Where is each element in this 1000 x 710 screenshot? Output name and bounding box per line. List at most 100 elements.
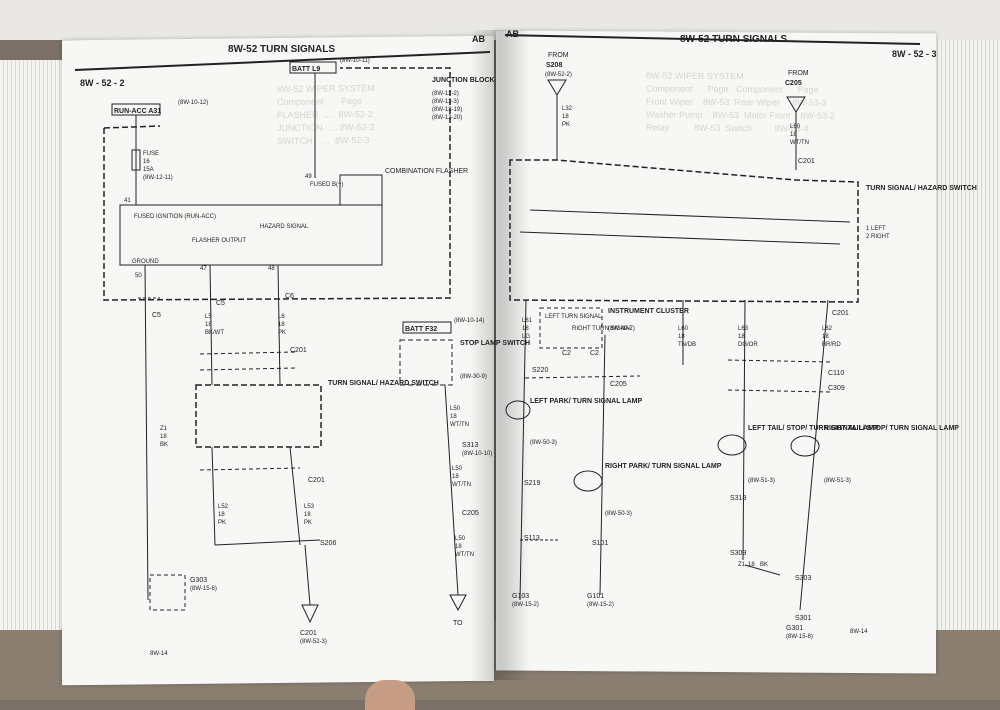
cluster-left-turn-signal: LEFT TURN SIGNAL — [545, 314, 602, 320]
wire-l50-c-gauge: 18 — [455, 544, 462, 550]
wire-z1-gauge: 18 — [160, 434, 167, 440]
wire-l62-gauge: 18 — [822, 334, 829, 340]
flasher-pin-50: 50 — [135, 273, 142, 279]
fuse-ref: (8W-12-11) — [143, 175, 173, 181]
stop-lamp-switch-ref: (8W-30-9) — [460, 374, 487, 380]
splice-s309: S309 — [730, 550, 746, 557]
left-switch-label: TURN SIGNAL/ HAZARD SWITCH — [328, 380, 439, 387]
wire-l50-c-circuit: L50 — [455, 536, 466, 542]
ground-g301-ref: (8W-15-8) — [786, 634, 813, 640]
connector-c205-right: C205 — [610, 381, 627, 388]
wire-z1-right-circuit: Z1 — [738, 562, 746, 568]
wire-l53-color: PK — [304, 520, 312, 526]
wire-l62-circuit: L62 — [822, 326, 833, 332]
wire-l6-gauge: 18 — [278, 322, 285, 328]
wire-l6-color: PK — [278, 330, 286, 336]
batt-l9-ref: (8W-10-11) — [340, 58, 370, 64]
fuse-label: FUSE — [143, 151, 159, 157]
lamp-right-tail-stop-turn: RIGHT TAIL/ STOP/ TURN SIGNAL LAMP — [824, 425, 959, 432]
arrow-to-c201-ref: (8W-52-3) — [300, 639, 327, 645]
batt-l9-label: BATT L9 — [292, 66, 320, 73]
flasher-pin-41: 41 — [124, 198, 131, 204]
connector-c110: C110 — [828, 370, 844, 377]
wire-l60-top-gauge: 18 — [790, 132, 797, 138]
lamp-right-tail-stop-turn-ref: (8W-51-3) — [824, 478, 851, 484]
wire-l32-circuit: L32 — [562, 106, 573, 112]
flasher-pin-47: 47 — [200, 266, 207, 272]
wire-l62-color: BR/RD — [822, 342, 841, 348]
connector-c5-b: C5 — [216, 300, 225, 307]
junction-ref-4: (8W-12-20) — [432, 115, 462, 121]
book-gutter — [470, 30, 530, 680]
cluster-right-turn-signal: RIGHT TURN SIGNAL — [572, 326, 633, 332]
lamp-left-park-turn: LEFT PARK/ TURN SIGNAL LAMP — [530, 398, 642, 405]
wire-l6-circuit: L6 — [278, 314, 285, 320]
wire-l50-c-color: WT/TN — [455, 552, 474, 558]
wire-l50-a-color: WT/TN — [450, 422, 469, 428]
ground-g103-ref: (8W-15-2) — [512, 602, 539, 608]
instrument-cluster-ref: (8W-40-7) — [608, 326, 635, 332]
wire-l52-gauge: 18 — [218, 512, 225, 518]
stop-lamp-switch-label: STOP LAMP SWITCH — [460, 340, 530, 347]
left-page-title: 8W-52 TURN SIGNALS — [228, 44, 335, 55]
wire-l52-circuit: L52 — [218, 504, 229, 510]
left-page-footer: 8W-14 — [150, 651, 168, 657]
left-page-code: AB — [472, 34, 485, 44]
wire-l63-circuit: L63 — [738, 326, 749, 332]
connector-c201-b: C201 — [308, 477, 325, 484]
wire-l5-circuit: L5 — [205, 314, 212, 320]
connector-c201-top: C201 — [798, 158, 815, 165]
junction-ref-1: (8W-12-2) — [432, 91, 459, 97]
hazard-signal-label: HAZARD SIGNAL — [260, 224, 309, 230]
arrow-to-c201: C201 — [300, 630, 317, 637]
from-splice-s208-ref: (8W-52-2) — [545, 72, 572, 78]
wire-l50-b-color: WT/TN — [452, 482, 471, 488]
ground-label: GROUND — [132, 259, 159, 265]
right-page-code: AB — [506, 29, 519, 39]
book-page-edges-right — [930, 40, 1000, 630]
from-splice-s208: S208 — [546, 62, 562, 69]
wire-l5-color: BK/WT — [205, 330, 224, 336]
wire-l50-a-circuit: L50 — [450, 406, 461, 412]
switch-legend-left: 1 LEFT — [866, 226, 886, 232]
wire-l61-color: LG — [522, 334, 530, 340]
connector-c309: C309 — [828, 385, 845, 392]
splice-s101: S101 — [592, 540, 608, 547]
flasher-output-label: FLASHER OUTPUT — [192, 238, 246, 244]
instrument-cluster-label: INSTRUMENT CLUSTER — [608, 308, 689, 315]
junction-ref-2: (8W-12-3) — [432, 99, 459, 105]
combination-flasher-label: COMBINATION FLASHER — [385, 168, 468, 175]
flasher-pin-48: 48 — [268, 266, 275, 272]
lamp-left-tail-stop-turn: LEFT TAIL/ STOP/ TURN SIGNAL LAMP — [748, 425, 879, 432]
lamp-right-park-turn: RIGHT PARK/ TURN SIGNAL LAMP — [605, 463, 722, 470]
connector-c2-a: C2 — [562, 350, 571, 357]
wire-l60-gauge: 18 — [678, 334, 685, 340]
wire-l32-gauge: 18 — [562, 114, 569, 120]
connector-c2-b: C2 — [590, 350, 599, 357]
connector-c6: C6 — [285, 293, 294, 300]
wire-l50-b-circuit: L50 — [452, 466, 463, 472]
switch-legend-right: 2 RIGHT — [866, 234, 890, 240]
splice-s219: S219 — [524, 480, 540, 487]
ground-g101: G101 — [587, 593, 604, 600]
splice-s313-ref: (8W-10-10) — [462, 451, 492, 457]
connector-c205: C205 — [462, 510, 479, 517]
lamp-left-park-turn-ref: (8W-50-3) — [530, 440, 557, 446]
batt-f32-ref: (8W-10-14) — [454, 318, 484, 324]
splice-s318: S318 — [730, 495, 746, 502]
wire-l60-color: TN/DB — [678, 342, 696, 348]
wire-l5-gauge: 18 — [205, 322, 212, 328]
wire-l60-circuit: L60 — [678, 326, 689, 332]
right-switch-label: TURN SIGNAL/ HAZARD SWITCH — [866, 185, 977, 192]
wire-z1-right-gauge: 18 — [748, 562, 755, 568]
wire-z1-color: BK — [160, 442, 168, 448]
wire-z1-right-color: BK — [760, 562, 768, 568]
wire-l52-color: PK — [218, 520, 226, 526]
junction-block-label: JUNCTION BLOCK — [432, 77, 495, 84]
connector-c201-bottom: C201 — [832, 310, 849, 317]
wire-l60-top-circuit: L60 — [790, 124, 801, 130]
fuse-rating: 15A — [143, 167, 154, 173]
wire-l53-gauge: 18 — [304, 512, 311, 518]
